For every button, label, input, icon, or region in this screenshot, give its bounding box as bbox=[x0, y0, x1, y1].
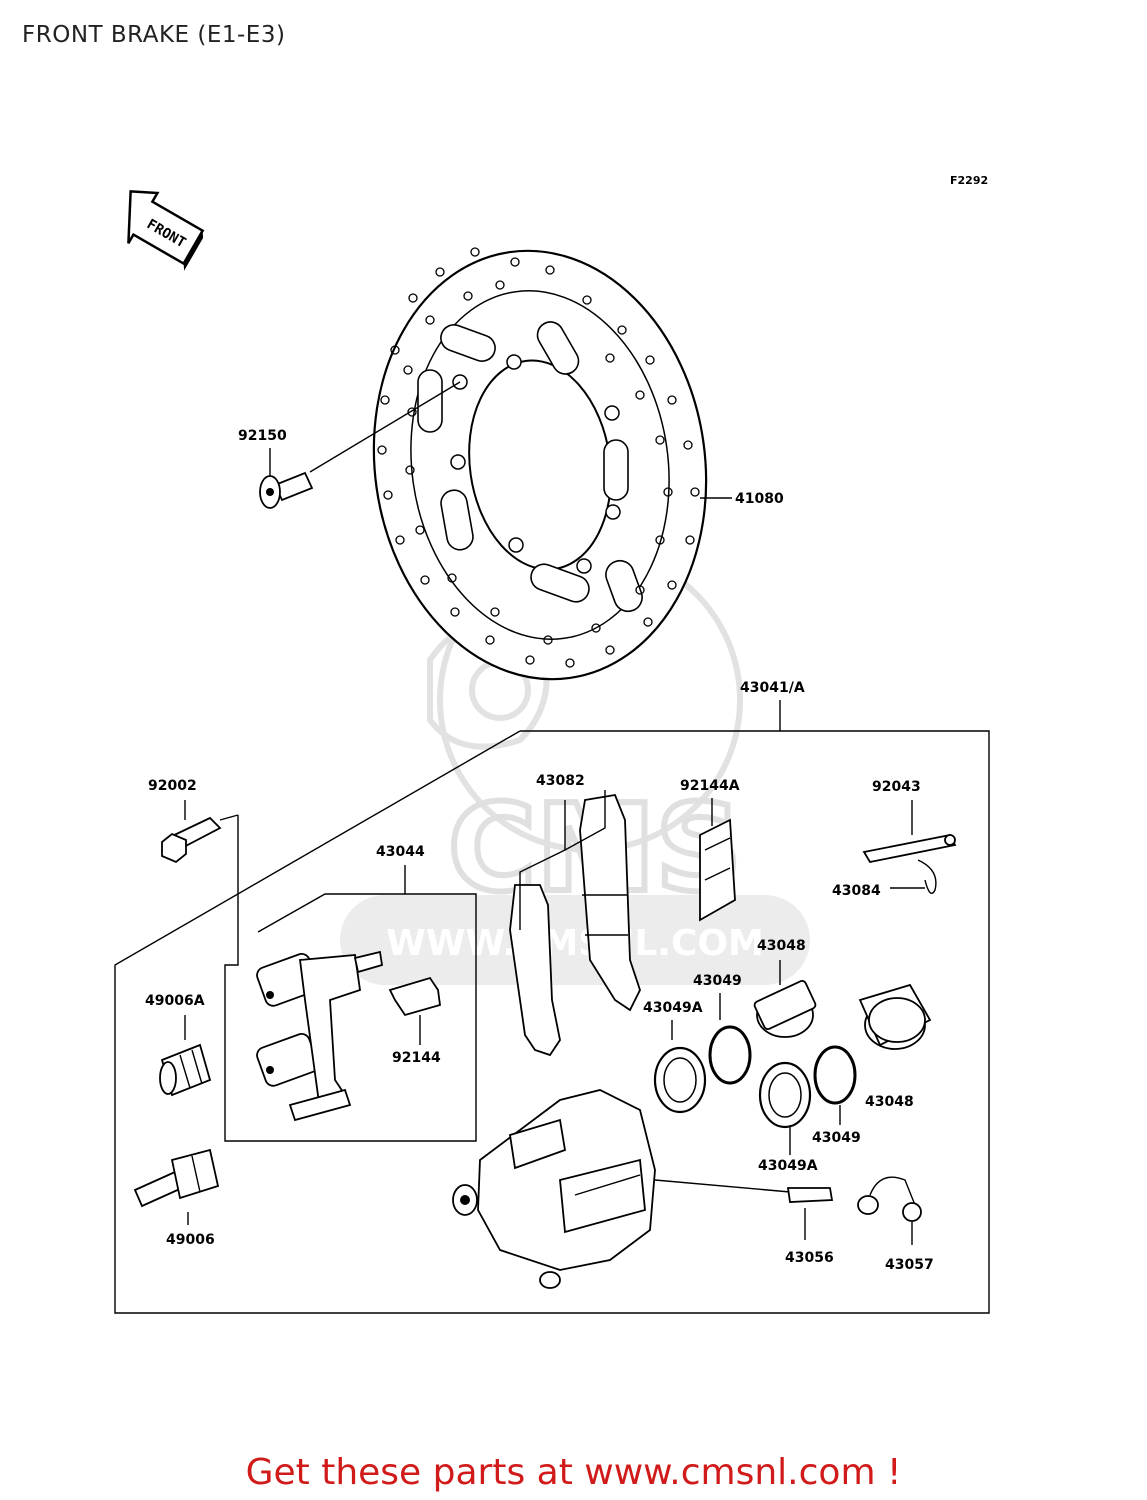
label-43041A: 43041/A bbox=[740, 680, 805, 696]
label-92150: 92150 bbox=[238, 428, 287, 444]
figure-code: F2292 bbox=[950, 174, 988, 187]
label-43048-upper: 43048 bbox=[757, 938, 806, 954]
label-43057: 43057 bbox=[885, 1257, 934, 1273]
front-direction-arrow-icon: FRONT bbox=[127, 190, 205, 271]
label-49006A: 49006A bbox=[145, 993, 205, 1009]
piston-seals bbox=[708, 993, 857, 1125]
pad-spring-clip bbox=[388, 976, 441, 1045]
caliper-bracket bbox=[256, 865, 406, 1122]
label-92144: 92144 bbox=[392, 1050, 441, 1066]
label-41080: 41080 bbox=[735, 491, 784, 507]
label-43084: 43084 bbox=[832, 883, 881, 899]
label-92002: 92002 bbox=[148, 778, 197, 794]
dust-seals bbox=[653, 1020, 812, 1155]
label-43056: 43056 bbox=[785, 1250, 834, 1266]
caliper-body bbox=[452, 1089, 791, 1289]
watermark-url: WWW.CMSNL.COM bbox=[386, 923, 764, 964]
slide-pin bbox=[133, 1148, 220, 1225]
bleeder-valve bbox=[786, 1187, 834, 1240]
bleeder-cap bbox=[857, 1176, 922, 1245]
pad-pin bbox=[862, 800, 957, 864]
label-43082: 43082 bbox=[536, 773, 585, 789]
footer-cta-link[interactable]: Get these parts at www.cmsnl.com ! bbox=[245, 1452, 902, 1493]
label-43049A-lower: 43049A bbox=[758, 1158, 818, 1174]
label-92144A: 92144A bbox=[680, 778, 740, 794]
label-43048-lower: 43048 bbox=[865, 1094, 914, 1110]
mount-bolt bbox=[161, 800, 239, 864]
pad-shim bbox=[699, 798, 736, 922]
caliper-assembly-frame bbox=[114, 730, 990, 1314]
brake-disc bbox=[372, 247, 708, 681]
pin-clip bbox=[890, 859, 937, 894]
label-92043: 92043 bbox=[872, 779, 921, 795]
label-43049-lower: 43049 bbox=[812, 1130, 861, 1146]
label-43049-upper: 43049 bbox=[693, 973, 742, 989]
slide-pin-boot bbox=[159, 1015, 212, 1097]
caliper-pistons bbox=[753, 960, 932, 1050]
brake-pads bbox=[509, 790, 641, 1057]
label-43049A-upper: 43049A bbox=[643, 1000, 703, 1016]
label-43044: 43044 bbox=[376, 844, 425, 860]
label-49006: 49006 bbox=[166, 1232, 215, 1248]
page-title: FRONT BRAKE (E1-E3) bbox=[22, 22, 286, 48]
